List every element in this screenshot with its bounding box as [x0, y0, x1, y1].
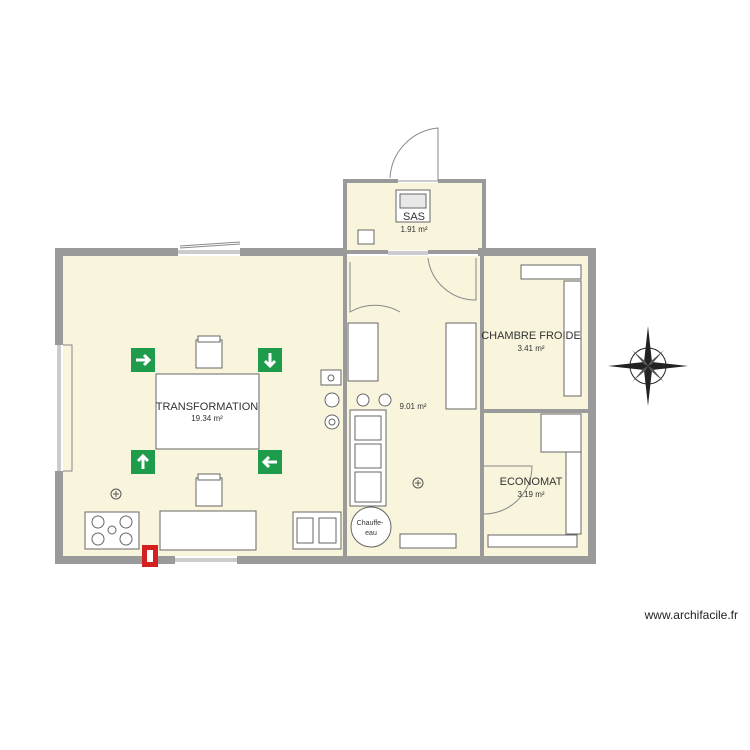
wall-bottom [55, 556, 596, 564]
door-center-right [427, 257, 477, 301]
room-name-sas: SAS [403, 211, 425, 223]
doors [63, 127, 533, 515]
room-area-center: 9.01 m² [399, 402, 426, 411]
eco-shelf-bottom [487, 534, 578, 548]
door-top-left-exterior [179, 241, 241, 249]
fire-extinguisher-icon [142, 545, 158, 567]
eco-shelf-top [540, 413, 582, 453]
window-left [55, 345, 63, 471]
wall-interior-left [343, 256, 347, 556]
room-name-economat: ECONOMAT [500, 476, 563, 488]
wall-sas-left [343, 179, 347, 256]
exit-signs [131, 348, 282, 474]
window-top-left [178, 248, 240, 256]
exit-arrow-up-icon [131, 450, 155, 474]
chair-bottom [195, 477, 223, 507]
center-bottom-shelf [399, 533, 457, 549]
water-heater-label-line2: eau [365, 530, 377, 537]
compass-rose-icon [608, 326, 688, 406]
door-center-top [349, 262, 401, 313]
water-heater-label-line1: Chauffe- [357, 520, 384, 527]
wall-interior-right [480, 256, 484, 556]
exit-arrow-right-icon [131, 348, 155, 372]
bin-1 [324, 392, 340, 408]
room-labels: SAS 1.91 m² TRANSFORMATION 19.34 m² 9.01… [156, 211, 581, 537]
wall-top-right [478, 248, 596, 256]
room-name-transformation: TRANSFORMATION [156, 401, 259, 413]
cf-shelf-top [520, 264, 582, 280]
bench-right [445, 322, 477, 410]
smoke-detector-icon [412, 477, 424, 489]
exit-arrow-left-icon [258, 450, 282, 474]
room-area-economat: 3.19 m² [517, 490, 544, 499]
door-left-window-swing [63, 344, 73, 472]
chair-top [195, 339, 223, 369]
cf-shelf-right [563, 280, 582, 397]
room-name-chambre-froide: CHAMBRE FROIDE [481, 330, 581, 342]
eco-shelf-right [565, 451, 582, 535]
smoke-detectors [110, 477, 424, 500]
wall-cf-eco [484, 409, 588, 413]
room-area-chambre-froide: 3.41 m² [517, 344, 544, 353]
room-area-transformation: 19.34 m² [191, 414, 223, 423]
water-heater [350, 506, 392, 548]
water-heater-label: Chauffe- eau [357, 520, 386, 537]
windows [55, 179, 438, 564]
sas-small-box [357, 229, 375, 245]
bench-left [347, 322, 379, 382]
work-table [155, 373, 260, 450]
furniture [84, 189, 582, 551]
window-bottom [175, 556, 237, 564]
room-area-sas: 1.91 m² [400, 225, 427, 234]
counter-bottom [159, 510, 257, 551]
smoke-detector-icon [110, 488, 122, 500]
credit-text[interactable]: www.archifacile.fr [644, 608, 738, 622]
wall-right [588, 248, 596, 564]
wall-sas-right [482, 179, 486, 256]
exit-arrow-down-icon [258, 348, 282, 372]
door-sas-exterior [389, 127, 439, 181]
window-sas-bottom [388, 250, 428, 256]
door-economat [483, 465, 533, 515]
